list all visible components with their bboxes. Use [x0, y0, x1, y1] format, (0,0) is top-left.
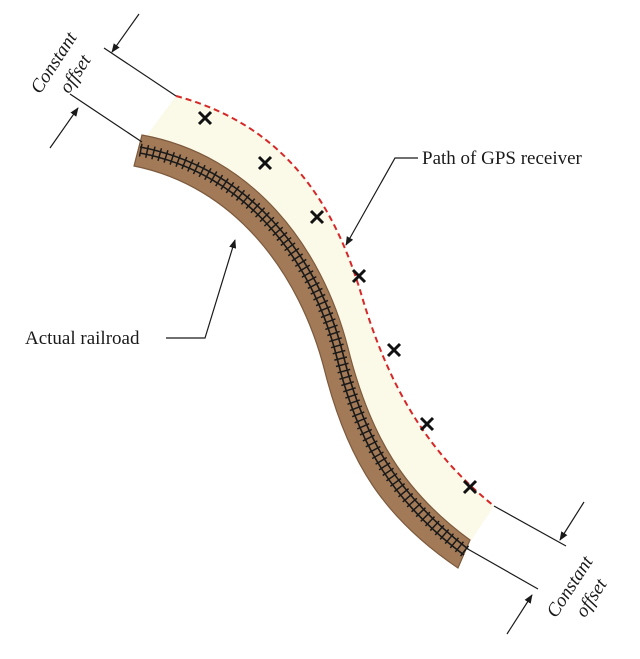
gps-marker — [197, 110, 213, 126]
gps-path-line — [175, 95, 495, 507]
offset-dimension-bottom — [465, 501, 585, 635]
extension-line — [69, 93, 143, 143]
extension-line — [465, 547, 539, 590]
dimension-arrow-upper — [559, 501, 585, 541]
railroad-rail-inner — [139, 152, 465, 556]
extension-line — [493, 505, 567, 547]
gps-path-leader — [345, 157, 418, 246]
gps-marker — [257, 155, 273, 171]
extension-line — [103, 47, 177, 97]
gps-marker — [351, 268, 367, 284]
dimension-arrow-upper — [111, 13, 140, 53]
offset-dimension-top — [49, 13, 177, 149]
railroad-rail-outer — [139, 146, 469, 550]
railroad-leader — [166, 239, 237, 339]
dimension-arrow-lower — [506, 594, 533, 635]
railroad-track — [138, 143, 470, 558]
gps-path-label: Path of GPS receiver — [422, 148, 583, 169]
gps-markers — [197, 110, 478, 495]
railroad-label: Actual railroad — [25, 328, 140, 349]
offset-band — [142, 96, 494, 548]
offset-label-bottom: Constant offset — [543, 549, 621, 635]
dimension-arrow-lower — [49, 107, 79, 149]
railroad-ties — [138, 143, 470, 558]
gps-marker — [462, 479, 478, 495]
gps-marker — [419, 416, 435, 432]
gps-marker — [309, 209, 325, 225]
offset-label-top: Constant offset — [27, 25, 105, 111]
gps-marker — [386, 342, 402, 358]
